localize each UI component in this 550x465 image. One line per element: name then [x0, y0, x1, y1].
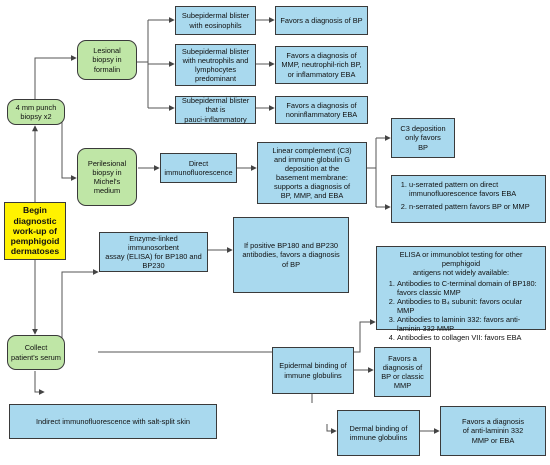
other-antigens-item-1: Antibodies to C-terminal domain of BP180… [397, 279, 539, 297]
connector-iif-to-dermal [326, 424, 337, 434]
elisa-positive-node: If positive BP180 and BP230 antibodies, … [233, 217, 349, 293]
perilesional-biopsy-node: Perilesional biopsy in Michel's medium [77, 148, 137, 206]
direct-if-node: Direct immunofluorescence [160, 153, 237, 183]
favors-bp-node: Favors a diagnosis of BP [275, 6, 368, 35]
lesional-biopsy-node: Lesional biopsy in formalin [77, 40, 137, 80]
elisa-node: Enzyme-linked immunosorbent assay (ELISA… [99, 232, 208, 272]
serrated-item-2: n-serrated pattern favors BP or MMP [409, 202, 541, 211]
epidermal-binding-node: Epidermal binding of immune globulins [272, 347, 354, 394]
connector-serum-to-elisa [61, 269, 99, 343]
other-antigens-item-4: Antibodies to collagen VII: favors EBA [397, 333, 539, 342]
connector-punch-to-lesional [34, 55, 77, 99]
favors-noninflammatory-node: Favors a diagnosis of noninflammatory EB… [275, 96, 368, 124]
favors-bp-classic-mmp-node: Favors a diagnosis of BP or classic MMP [374, 347, 431, 397]
indirect-if-node: Indirect immunofluorescence with salt-sp… [9, 404, 217, 439]
connector-punch-to-perilesional [61, 122, 77, 181]
blister-eosinophils-node: Subepidermal blister with eosinophils [175, 6, 256, 35]
serrated-patterns-node: u-serrated pattern on direct immunofluor… [391, 175, 546, 223]
linear-deposition-node: Linear complement (C3) and immune globul… [257, 142, 367, 204]
dermal-binding-node: Dermal binding of immune globulins [337, 410, 420, 456]
connector-serum-to-other [98, 319, 376, 353]
favors-anti-laminin-node: Favors a diagnosis of anti-laminin 332 M… [440, 406, 546, 456]
blister-neutrophils-node: Subepidermal blister with neutrophils an… [175, 44, 256, 86]
connector-serum-to-iif [34, 371, 45, 395]
c3-only-node: C3 deposition only favors BP [391, 118, 455, 158]
collect-serum-node: Collect patient's serum [7, 335, 65, 370]
other-antigens-item-2: Antibodies to B₄ subunit: favors ocular … [397, 297, 539, 315]
other-antigens-node: ELISA or immunoblot testing for other pe… [376, 246, 546, 342]
favors-mmp-node: Favors a diagnosis of MMP, neutrophil-ri… [275, 46, 368, 84]
punch-biopsy-node: 4 mm punch biopsy x2 [7, 99, 65, 125]
serrated-item-1: u-serrated pattern on direct immunofluor… [409, 180, 541, 198]
blister-pauci-node: Subepidermal blister that is pauci-infla… [175, 96, 256, 124]
begin-node: Begin diagnostic work-up of pemphigoid d… [4, 202, 66, 260]
other-antigens-title: ELISA or immunoblot testing for other pe… [399, 250, 523, 278]
other-antigens-item-3: Antibodies to laminin 332: favors anti-l… [397, 315, 539, 333]
